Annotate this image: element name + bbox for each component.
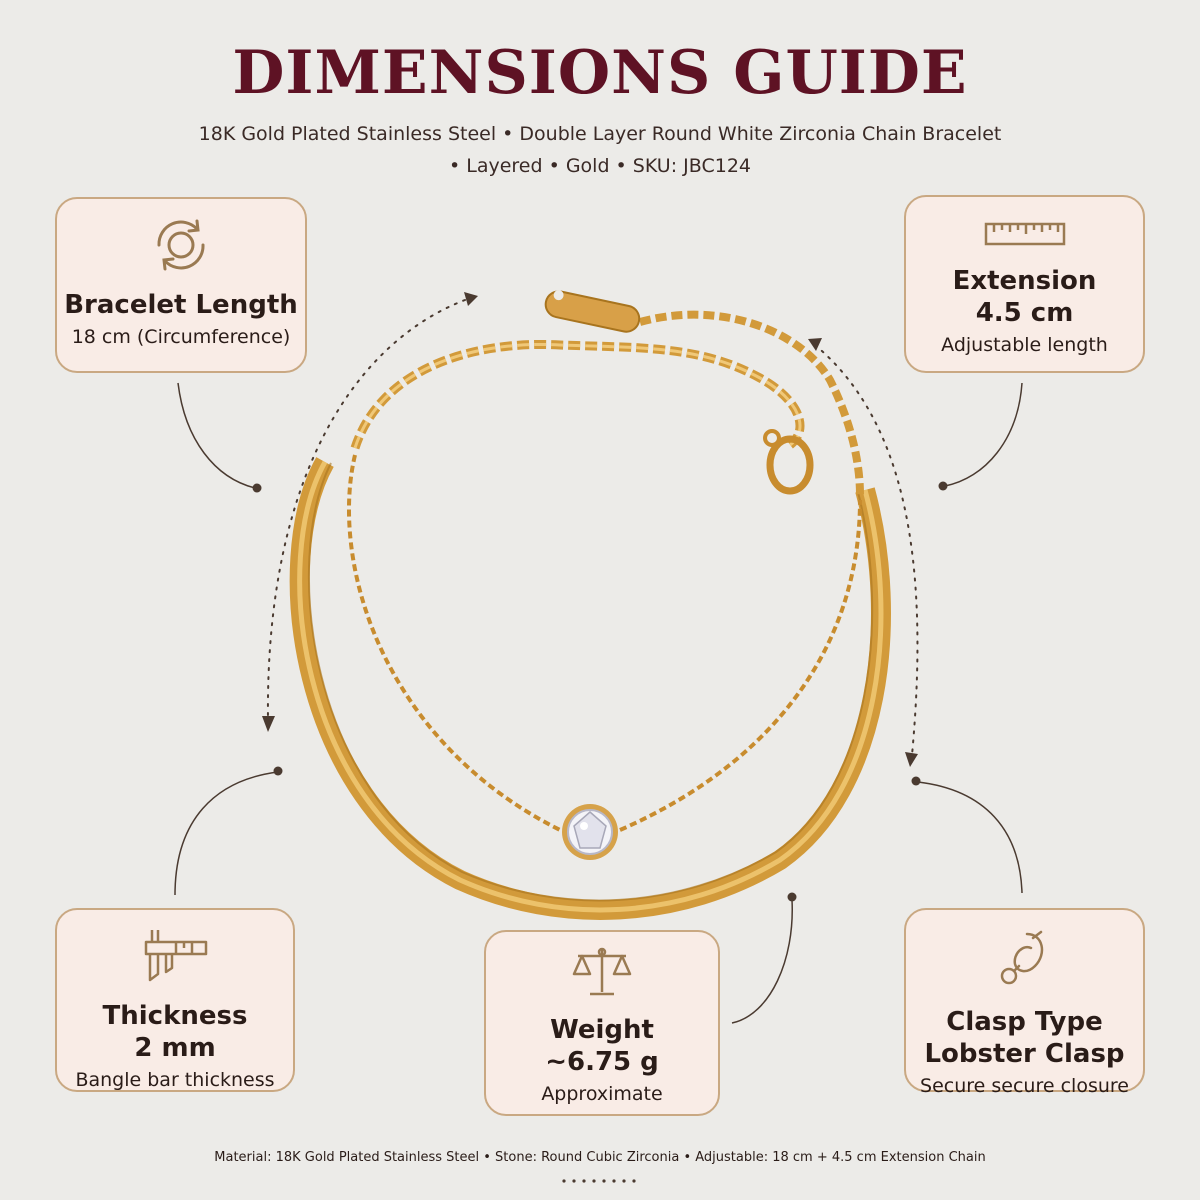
- lobster-clasp-icon: [1000, 930, 1043, 985]
- thickness-note: Bangle bar thickness: [75, 1069, 275, 1091]
- connector-extension: [944, 382, 1023, 487]
- curb-chain: [350, 339, 805, 450]
- connector-dot-length: [252, 483, 262, 493]
- thickness-label: Thickness: [102, 1001, 248, 1031]
- bracelet-length-note: 18 cm (Circumference): [71, 326, 291, 348]
- card-clasp-type: Clasp Type Lobster Clasp Secure secure c…: [904, 908, 1145, 1097]
- weight-label: Weight: [550, 1015, 654, 1045]
- subtitle-line-1: 18K Gold Plated Stainless Steel • Double…: [198, 123, 1002, 145]
- connector-thickness: [174, 771, 279, 896]
- bracelet-length-label: Bracelet Length: [64, 290, 298, 320]
- card-bracelet-length: Bracelet Length 18 cm (Circumference): [55, 197, 307, 373]
- arrowhead-left: [262, 716, 275, 732]
- connector-dot-thickness: [273, 766, 283, 776]
- connector-dot-extension: [938, 481, 948, 491]
- weight-note: Approximate: [541, 1083, 663, 1105]
- card-extension: Extension 4.5 cm Adjustable length: [904, 195, 1145, 373]
- clasp-value: Lobster Clasp: [924, 1039, 1125, 1069]
- lobster-clasp: [763, 429, 814, 495]
- extension-value: 4.5 cm: [975, 298, 1074, 328]
- card-weight: Weight ~6.75 g Approximate: [484, 930, 720, 1116]
- clasp-label: Clasp Type: [946, 1007, 1103, 1037]
- arrowhead-right: [905, 752, 918, 767]
- extension-tag: [544, 290, 641, 333]
- extension-note: Adjustable length: [941, 334, 1108, 356]
- arrowhead-top-left: [464, 292, 478, 306]
- dotted-arc-right: [814, 344, 919, 756]
- decorative-dots: [562, 1179, 636, 1183]
- page-title: DIMENSIONS GUIDE: [232, 38, 968, 108]
- card-thickness: Thickness 2 mm Bangle bar thickness: [55, 908, 295, 1092]
- extension-chain: [638, 310, 864, 496]
- connector-clasp: [917, 781, 1023, 894]
- dotted-arc-left: [266, 299, 466, 721]
- thickness-value: 2 mm: [134, 1033, 216, 1063]
- scale-icon: [572, 947, 632, 996]
- subtitle-line-2: • Layered • Gold • SKU: JBC124: [448, 155, 751, 177]
- clasp-note: Secure secure closure: [920, 1075, 1129, 1097]
- ruler-icon: [984, 222, 1065, 246]
- connector-length: [177, 382, 256, 489]
- caliper-icon: [144, 930, 208, 982]
- connector-weight: [731, 899, 793, 1024]
- connector-dot-weight: [787, 892, 797, 902]
- material-footer: Material: 18K Gold Plated Stainless Stee…: [214, 1150, 986, 1165]
- weight-value: ~6.75 g: [545, 1047, 659, 1077]
- connector-dot-clasp: [911, 776, 921, 786]
- circular-arrows-icon: [157, 219, 205, 271]
- zirconia-stone: [562, 804, 618, 860]
- arrowhead-top-right: [808, 338, 822, 351]
- product-subtitle: 18K Gold Plated Stainless Steel • Double…: [100, 118, 1100, 182]
- extension-label: Extension: [952, 266, 1097, 296]
- thin-chain: [347, 454, 862, 832]
